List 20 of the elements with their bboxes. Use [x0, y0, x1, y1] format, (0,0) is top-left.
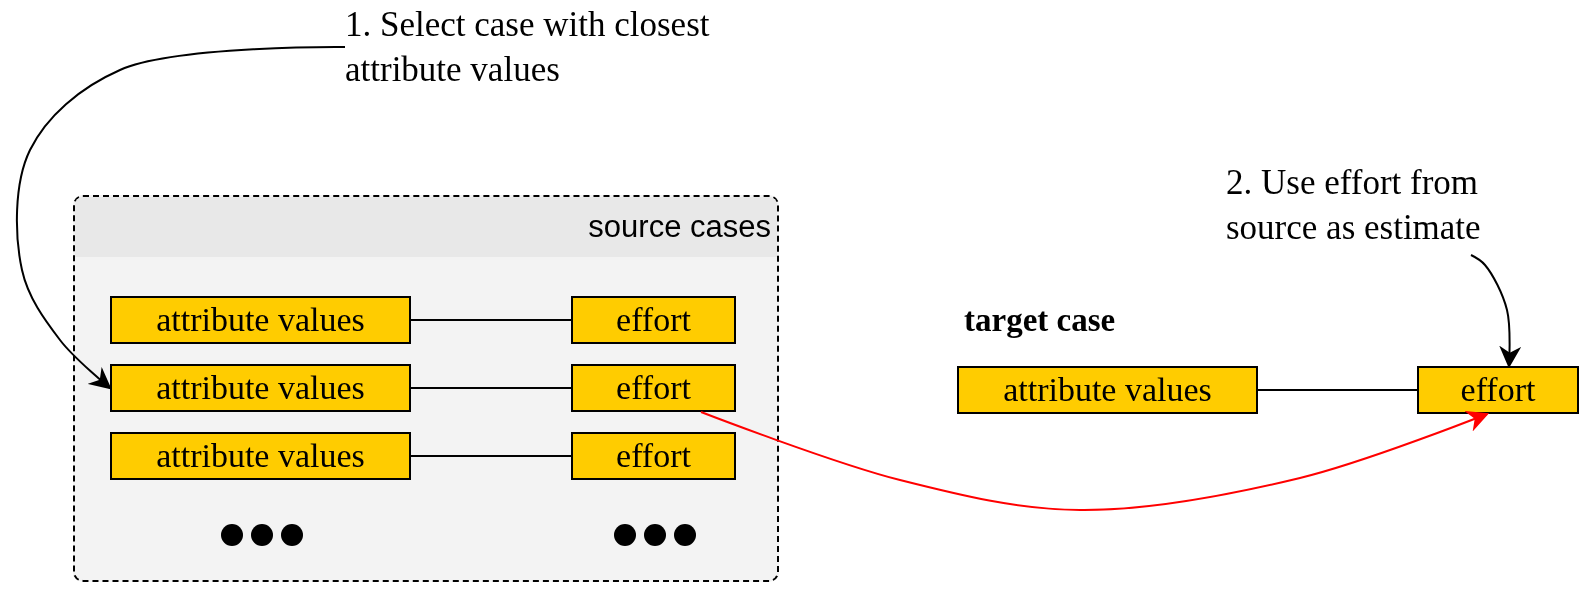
section-label: target case: [964, 302, 1116, 339]
section-header: source cases: [75, 197, 777, 257]
data-box: effort: [571, 296, 736, 344]
connector-line: [410, 387, 572, 389]
annotation-text: 1. Select case with closest attribute values: [345, 2, 815, 97]
connector-line: [410, 455, 572, 457]
arrow: [1470, 254, 1522, 369]
data-box: attribute values: [110, 364, 411, 412]
data-box: attribute values: [110, 432, 411, 480]
group-container: [73, 195, 779, 582]
arrow: [700, 411, 1490, 511]
data-box: effort: [571, 432, 736, 480]
data-box: attribute values: [957, 366, 1258, 414]
data-box: attribute values: [110, 296, 411, 344]
connector-line: [410, 319, 572, 321]
arrow: [15, 46, 346, 390]
annotation-text: 2. Use effort from source as estimate: [1226, 160, 1556, 255]
connector-line: [1257, 389, 1418, 391]
data-box: effort: [1417, 366, 1579, 414]
data-box: effort: [571, 364, 736, 412]
